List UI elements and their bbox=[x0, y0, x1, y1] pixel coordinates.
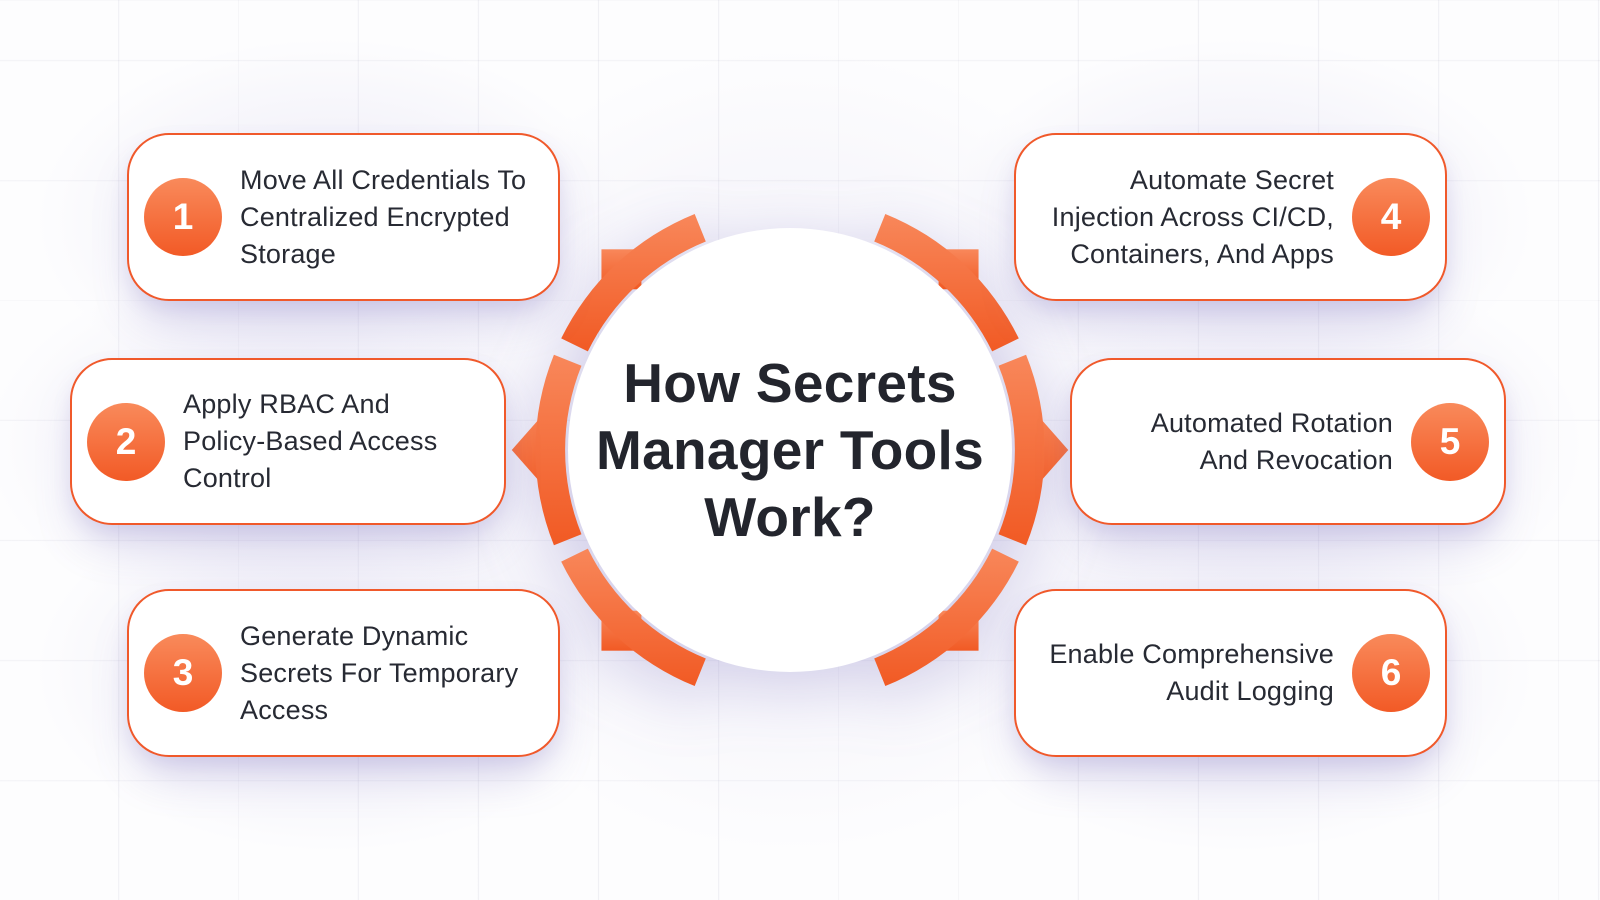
step-box-6: 6 Enable Comprehensive Audit Logging bbox=[1014, 589, 1447, 757]
ring-segment-top-right bbox=[874, 213, 1019, 352]
step-text-6: Enable Comprehensive Audit Logging bbox=[1049, 636, 1334, 710]
ring-segment-right bbox=[998, 354, 1045, 546]
step-3-line-2: Secrets For Temporary bbox=[240, 657, 519, 688]
page-title: How Secrets Manager Tools Work? bbox=[420, 80, 1160, 820]
step-box-2: 2 Apply RBAC And Policy-Based Access Con… bbox=[70, 358, 506, 525]
ring-segment-left bbox=[535, 354, 582, 546]
step-5-line-1: Automated Rotation bbox=[1150, 407, 1393, 438]
ring-segment-bottom-left bbox=[561, 548, 706, 687]
step-text-4: Automate Secret Injection Across CI/CD, … bbox=[1052, 162, 1334, 273]
step-2-line-1: Apply RBAC And bbox=[183, 389, 390, 419]
central-hub: How Secrets Manager Tools Work? bbox=[420, 80, 1160, 820]
step-text-3: Generate Dynamic Secrets For Temporary A… bbox=[240, 618, 518, 729]
step-4-line-1: Automate Secret bbox=[1129, 164, 1334, 195]
step-6-line-1: Enable Comprehensive bbox=[1049, 639, 1334, 669]
step-4-line-2: Injection Across CI/CD, bbox=[1051, 201, 1334, 232]
step-3-line-1: Generate Dynamic bbox=[240, 620, 469, 651]
step-number-badge-6: 6 bbox=[1352, 634, 1430, 712]
step-number-badge-4: 4 bbox=[1352, 178, 1430, 256]
step-box-3: 3 Generate Dynamic Secrets For Temporary… bbox=[127, 589, 560, 757]
page-title-line-1: How Secrets bbox=[623, 351, 957, 414]
step-1-line-2: Centralized Encrypted bbox=[240, 201, 510, 232]
segmented-ring-graphic bbox=[511, 213, 1069, 687]
step-box-5: 5 Automated Rotation And Revocation bbox=[1070, 358, 1506, 525]
ring-segment-bottom-right bbox=[874, 548, 1019, 687]
step-text-2: Apply RBAC And Policy-Based Access Contr… bbox=[183, 386, 437, 497]
step-text-1: Move All Credentials To Centralized Encr… bbox=[240, 162, 526, 273]
step-text-5: Automated Rotation And Revocation bbox=[1151, 405, 1393, 479]
step-3-line-3: Access bbox=[240, 694, 329, 725]
step-1-line-3: Storage bbox=[240, 238, 336, 269]
hub-white-circle bbox=[568, 228, 1012, 672]
step-number-badge-2: 2 bbox=[87, 402, 165, 481]
step-5-line-2: And Revocation bbox=[1199, 444, 1393, 475]
step-number-badge-1: 1 bbox=[144, 178, 222, 256]
step-2-line-2: Policy-Based Access bbox=[183, 426, 438, 456]
page-title-line-3: Work? bbox=[704, 485, 876, 548]
step-6-line-2: Audit Logging bbox=[1166, 676, 1334, 706]
step-2-line-3: Control bbox=[183, 463, 272, 493]
step-number-badge-5: 5 bbox=[1411, 402, 1489, 481]
ring-segment-top-left bbox=[561, 213, 706, 352]
step-box-1: 1 Move All Credentials To Centralized En… bbox=[127, 133, 560, 301]
step-4-line-3: Containers, And Apps bbox=[1070, 238, 1334, 269]
page-title-line-2: Manager Tools bbox=[596, 418, 984, 481]
step-1-line-1: Move All Credentials To bbox=[240, 164, 527, 195]
step-number-badge-3: 3 bbox=[144, 634, 222, 712]
step-box-4: 4 Automate Secret Injection Across CI/CD… bbox=[1014, 133, 1447, 301]
